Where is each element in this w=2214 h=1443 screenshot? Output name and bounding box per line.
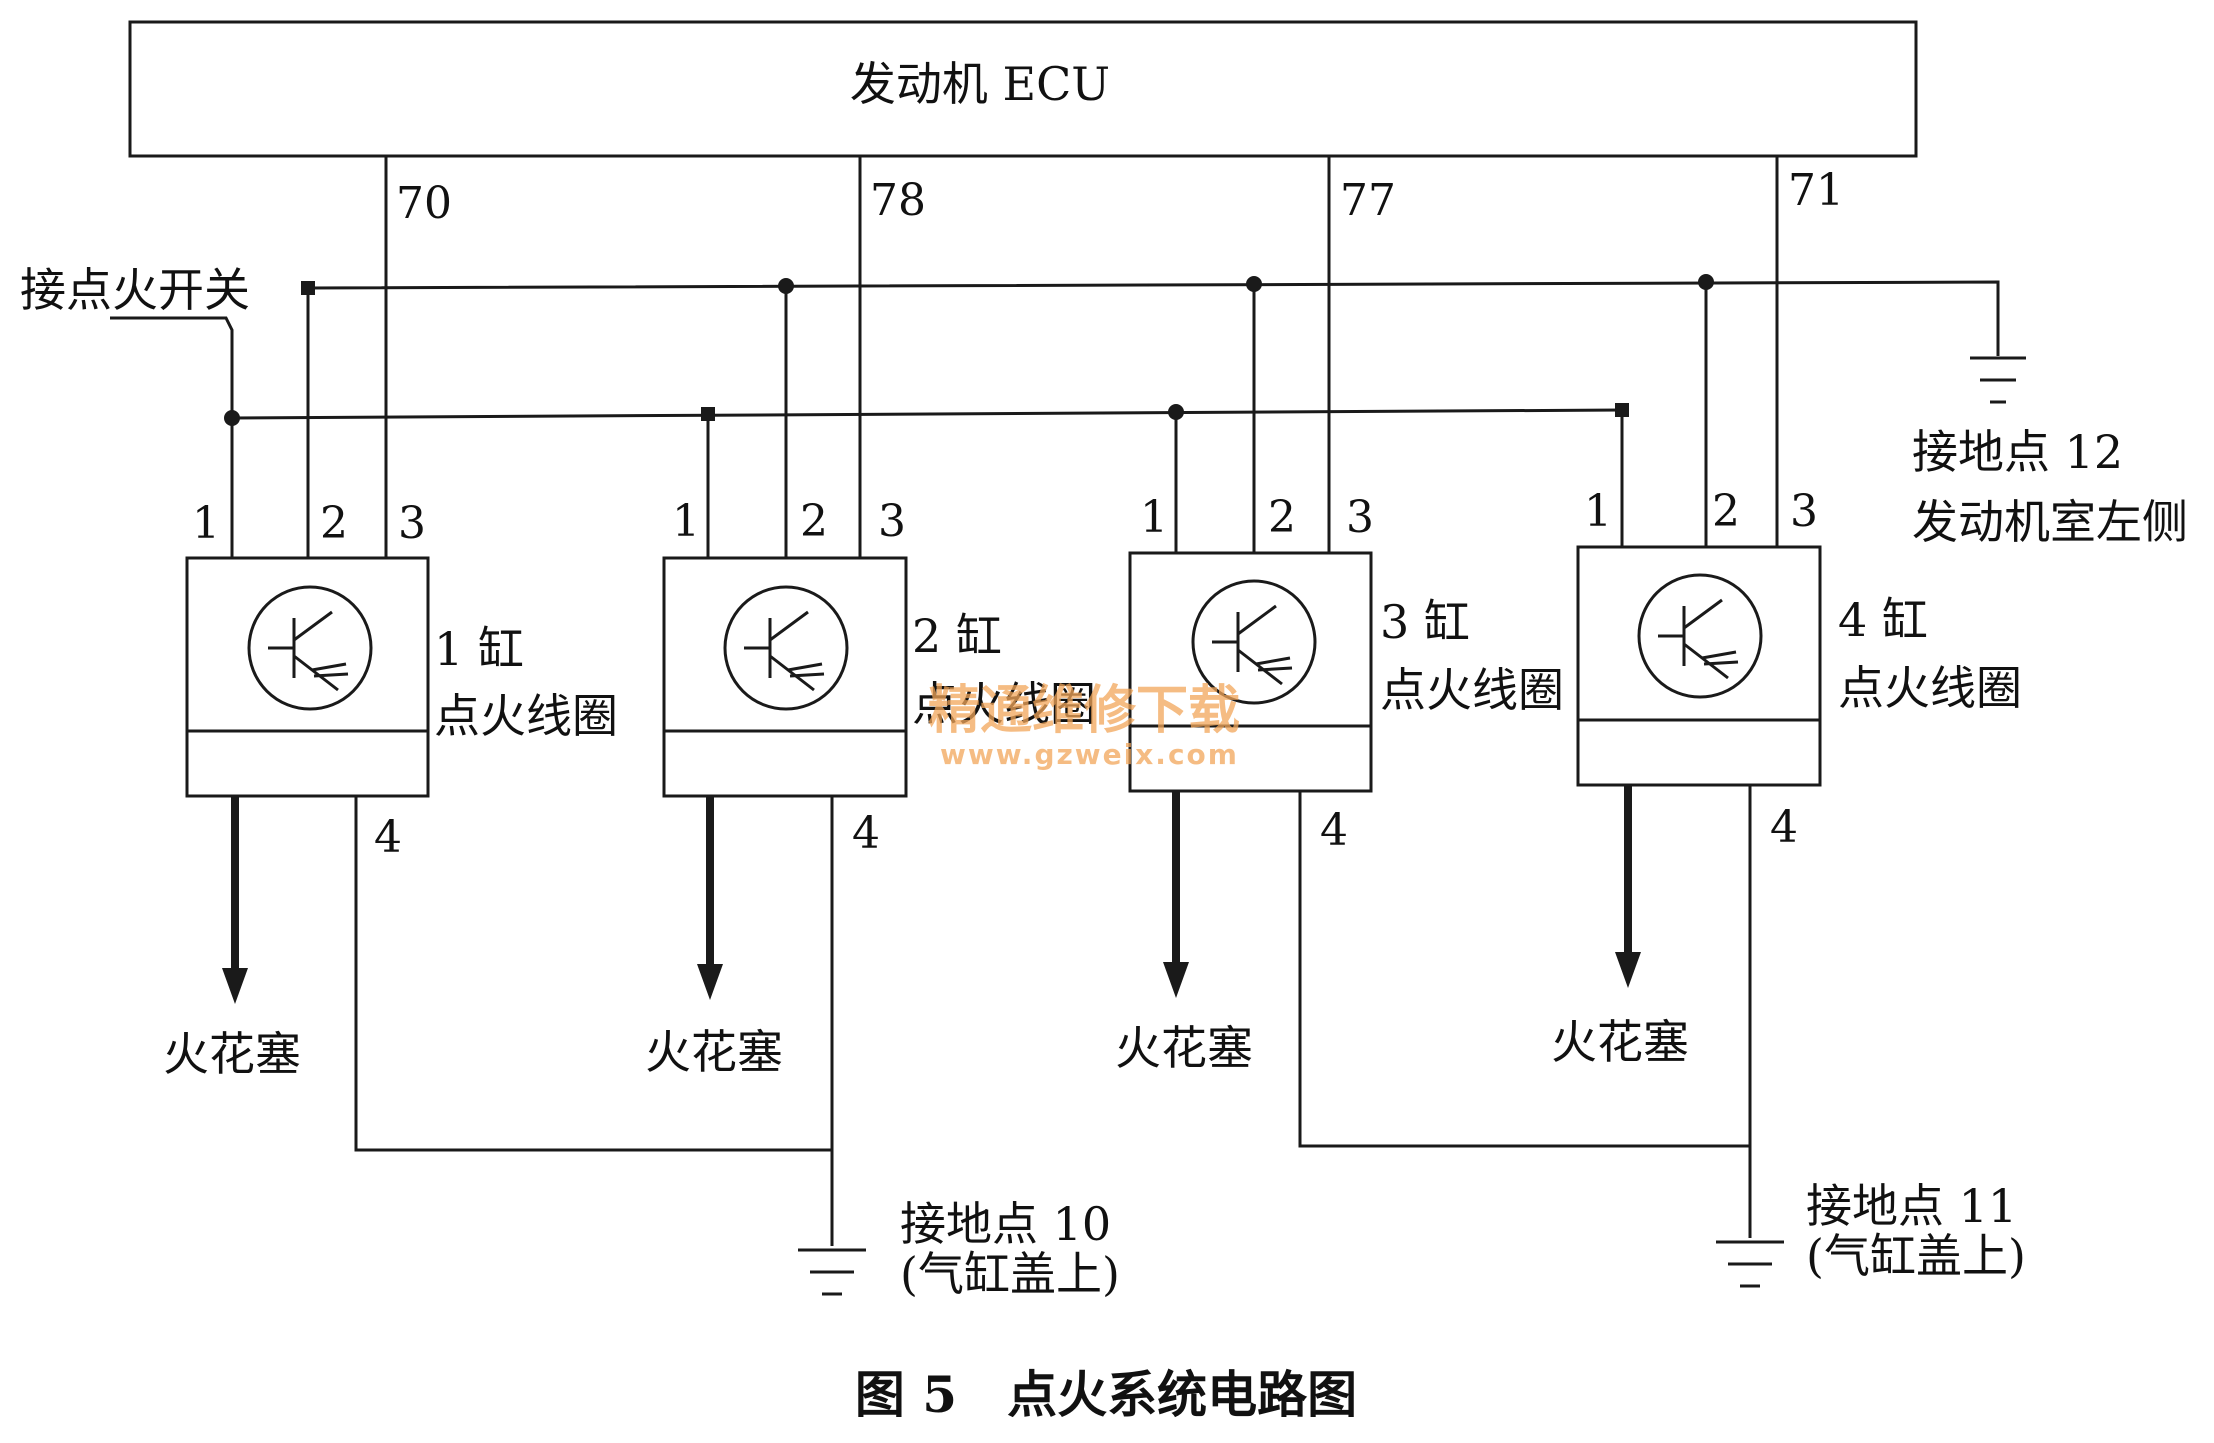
- coil-1-pin4: 4: [374, 812, 402, 863]
- ecu-pin-71: 71: [1788, 165, 1844, 216]
- coil-2-pin2: 2: [800, 496, 828, 547]
- coil-4: 1 2 3 4 4 缸 点火线圈 火花塞: [1551, 486, 2022, 1069]
- watermark-logo: 精通维修下载: [928, 681, 1240, 741]
- ground-10-wire: [354, 796, 866, 1296]
- coil-2-spark-plug: 火花塞: [645, 1025, 783, 1079]
- arrow-down-icon: [222, 968, 248, 1004]
- coil-4-name-line2: 点火线圈: [1838, 661, 2022, 715]
- ground-12-line1: 接地点 12: [1912, 425, 2123, 479]
- ground-10-line2: (气缸盖上): [900, 1247, 1120, 1301]
- coil-4-pin2: 2: [1712, 486, 1740, 537]
- coil-4-pin4: 4: [1770, 802, 1798, 853]
- figure-caption: 图 5 点火系统电路图: [855, 1365, 1357, 1424]
- coil-3-name-line1: 3 缸: [1380, 595, 1470, 649]
- transistor-icon: [1637, 573, 1763, 699]
- ground-11-line1: 接地点 11: [1806, 1179, 2017, 1233]
- coil-2-name-line2: 点火线圈: [912, 677, 1096, 731]
- coil-4-spark-plug: 火花塞: [1551, 1015, 1689, 1069]
- coil-1: 1 2 3 4 1 缸 点火线圈 火花塞: [163, 498, 618, 1081]
- coil-4-pin1: 1: [1584, 486, 1612, 537]
- ground-bus-wire: [301, 274, 2000, 558]
- coil-3: 1 2 3 4 3 缸 点火线圈 火花塞: [1115, 492, 1564, 1075]
- coil-1-name-line1: 1 缸: [434, 622, 524, 676]
- coil-1-pin1: 1: [192, 498, 220, 549]
- coil-1-spark-plug: 火花塞: [163, 1027, 301, 1081]
- coil-1-pin2: 2: [320, 498, 348, 549]
- coil-2-pin1: 1: [672, 496, 700, 547]
- transistor-icon: [247, 585, 373, 711]
- ecu-box: [128, 20, 1918, 158]
- coil-2: 1 2 3 4 2 缸 点火线圈 火花塞: [645, 496, 1096, 1079]
- coil-3-pin1: 1: [1140, 492, 1168, 543]
- ecu-pin-78: 78: [870, 175, 926, 226]
- ecu-pin-70: 70: [396, 178, 452, 229]
- coil-4-box: [1576, 545, 1822, 787]
- coil-1-box: [185, 556, 430, 798]
- coil-4-name-line1: 4 缸: [1838, 593, 1928, 647]
- coil-2-name-line1: 2 缸: [912, 609, 1002, 663]
- ecu-label: 发动机 ECU: [850, 57, 1110, 111]
- coil-3-box: [1128, 551, 1373, 793]
- arrow-down-icon: [1163, 962, 1189, 998]
- ground-12-icon: [1970, 356, 2026, 404]
- coil-2-pin4: 4: [852, 808, 880, 859]
- ignition-supply-wire: [110, 316, 1629, 558]
- coil-3-name-line2: 点火线圈: [1380, 663, 1564, 717]
- ecu-signal-wires: [384, 156, 1779, 558]
- ecu-pin-77: 77: [1340, 175, 1396, 226]
- coil-3-pin4: 4: [1320, 805, 1348, 856]
- ground-11-line2: (气缸盖上): [1806, 1229, 2026, 1283]
- coil-2-pin3: 3: [878, 496, 906, 547]
- coil-4-pin3: 3: [1790, 486, 1818, 537]
- arrow-down-icon: [697, 964, 723, 1000]
- coil-2-box: [662, 556, 908, 798]
- coil-3-spark-plug: 火花塞: [1115, 1021, 1253, 1075]
- coil-1-name-line2: 点火线圈: [434, 689, 618, 743]
- coil-3-pin2: 2: [1268, 492, 1296, 543]
- coil-1-pin3: 3: [398, 498, 426, 549]
- watermark-url: www.gzweix.com: [940, 738, 1239, 771]
- ground-12-line2: 发动机室左侧: [1912, 495, 2188, 549]
- ground-10-line1: 接地点 10: [900, 1197, 1111, 1251]
- transistor-icon: [723, 585, 849, 711]
- transistor-icon: [1191, 579, 1317, 705]
- arrow-down-icon: [1615, 952, 1641, 988]
- coil-3-pin3: 3: [1346, 492, 1374, 543]
- ignition-switch-label: 接点火开关: [20, 263, 250, 317]
- ground-11-wire: [1298, 785, 1784, 1288]
